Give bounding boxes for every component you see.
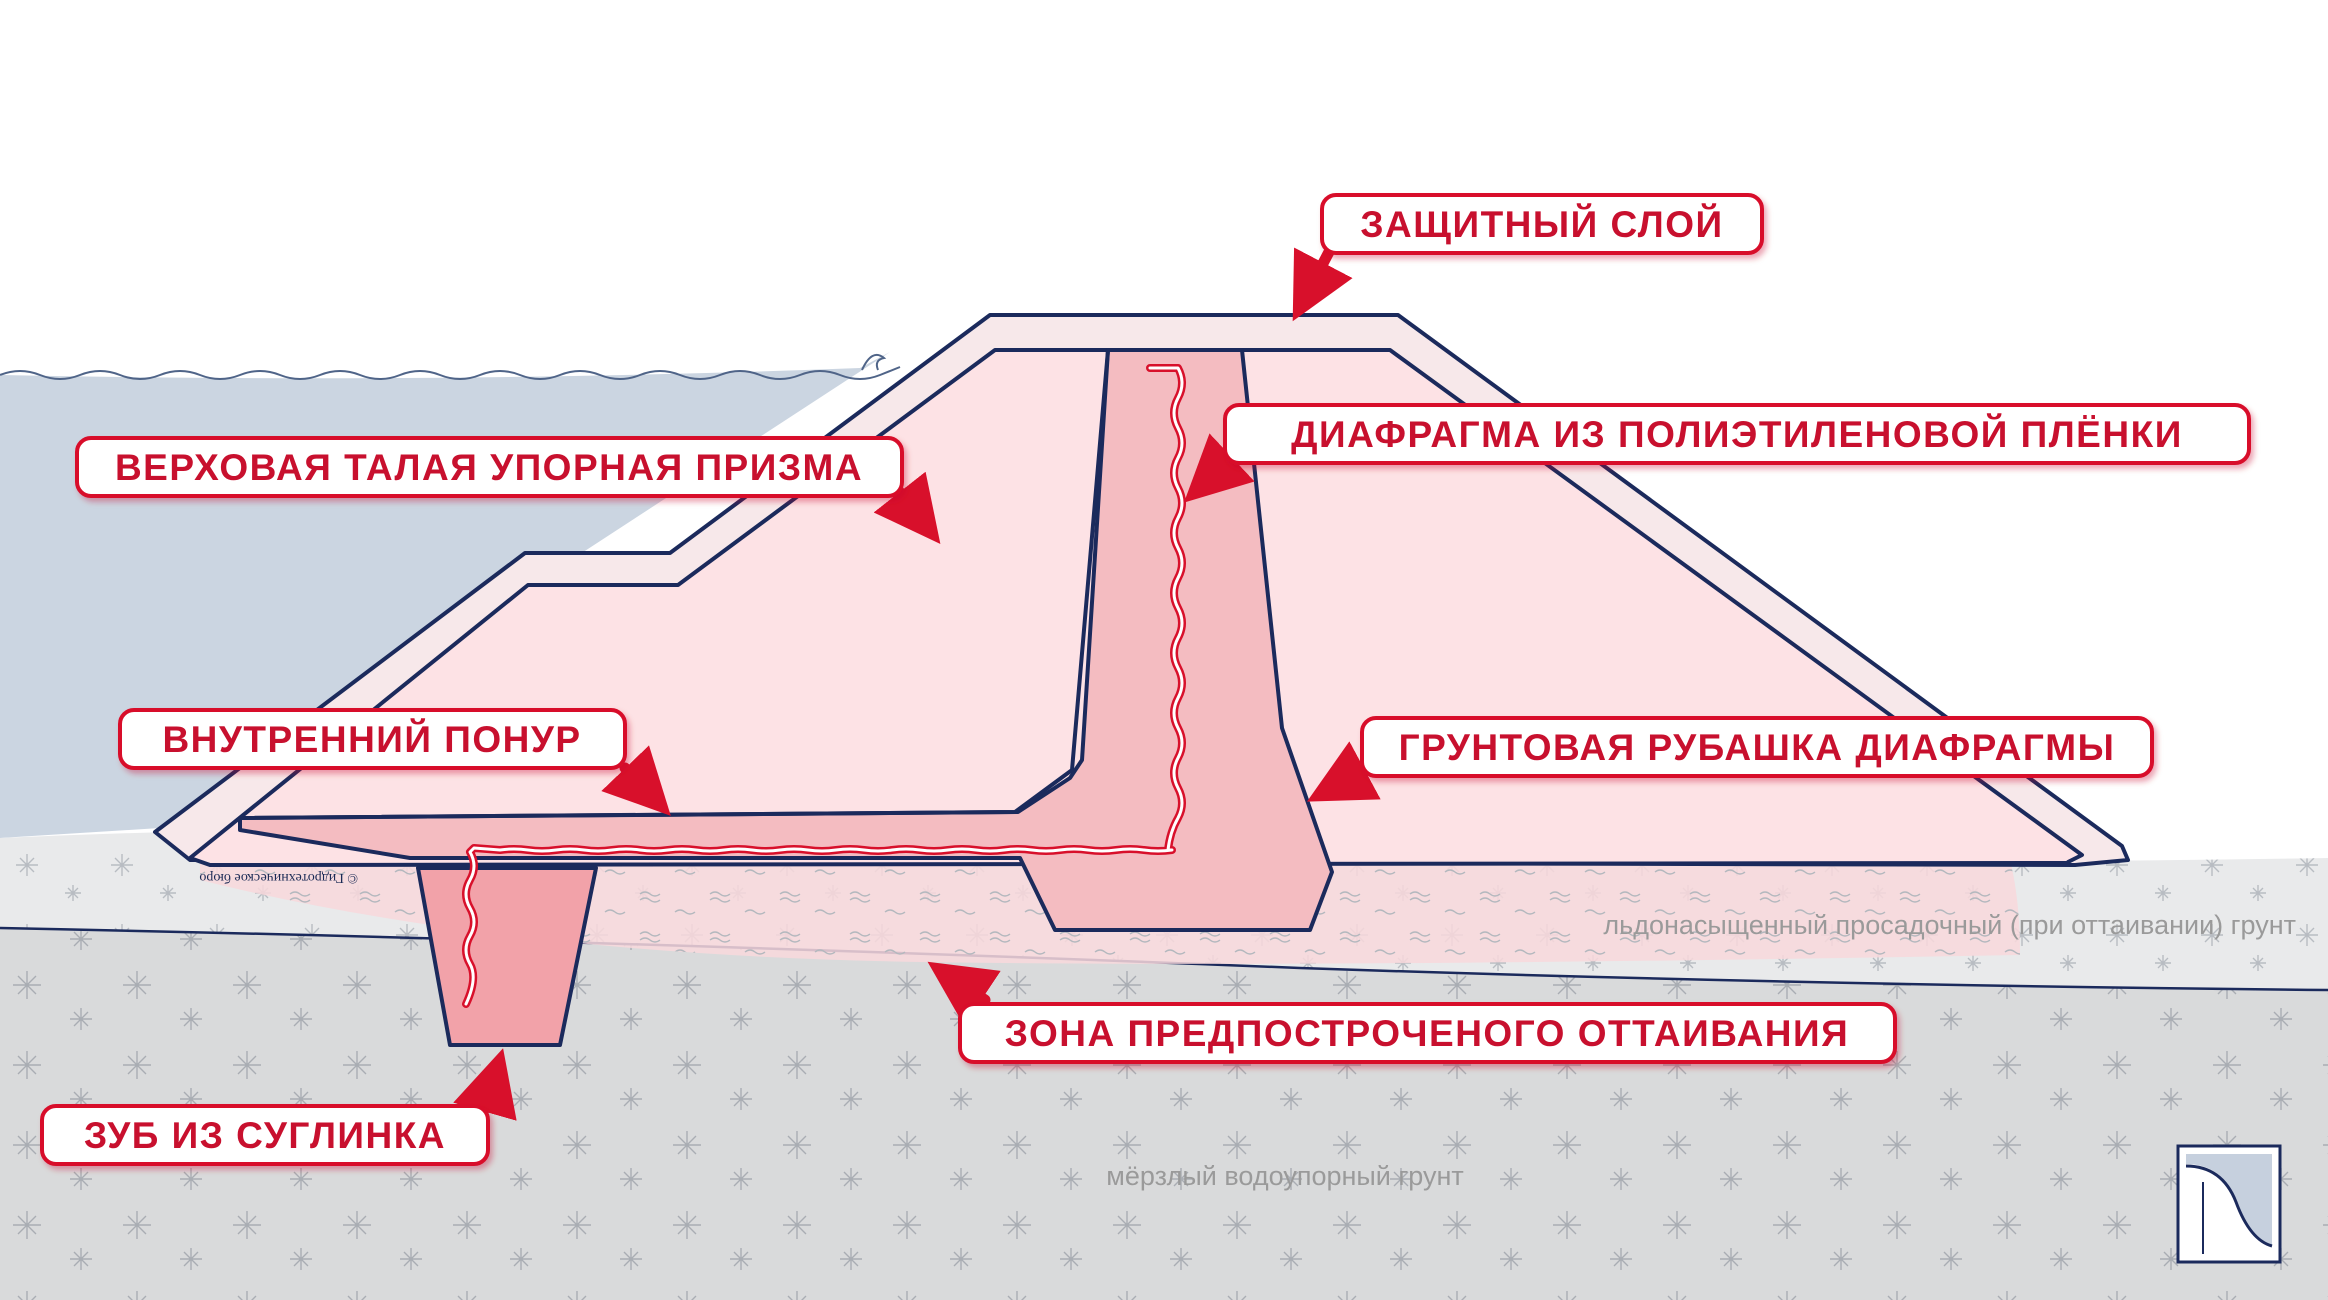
dam-profile-icon [2176,1144,2282,1264]
label-diaphragm-film: ДИАФРАГМА ИЗ ПОЛИЭТИЛЕНОВОЙ ПЛЁНКИ [1223,403,2251,465]
arrow-inner-blanket [601,745,671,816]
arrow-thaw-zone [927,961,1001,1026]
label-thaw-zone: ЗОНА ПРЕДПОСТРОЧЕНОГО ОТТАИВАНИЯ [958,1002,1897,1064]
label-upstream-prism-text: ВЕРХОВАЯ ТАЛАЯ УПОРНАЯ ПРИЗМА [115,447,863,488]
label-soil-jacket: ГРУНТОВАЯ РУБАШКА ДИАФРАГМЫ [1360,716,2154,778]
label-loam-tooth-text: ЗУБ ИЗ СУГЛИНКА [84,1115,446,1156]
label-protective-layer: ЗАЩИТНЫЙ СЛОЙ [1320,193,1764,255]
water-surface-line [0,366,901,380]
label-upstream-prism: ВЕРХОВАЯ ТАЛАЯ УПОРНАЯ ПРИЗМА [75,436,904,498]
arrow-loam-tooth [453,1048,517,1121]
arrow-upstream-prism [873,471,941,544]
frozen-soil-label: мёрзлый водоупорный грунт [1106,1161,1463,1191]
loam-tooth [416,866,598,1047]
label-inner-blanket: ВНУТРЕННИЙ ПОНУР [118,708,627,770]
label-soil-jacket-text: ГРУНТОВАЯ РУБАШКА ДИАФРАГМЫ [1399,727,2116,768]
polyethylene-film-diaphragm [462,364,1186,1008]
label-thaw-zone-text: ЗОНА ПРЕДПОСТРОЧЕНОГО ОТТАИВАНИЯ [1005,1013,1849,1054]
copyright-text: © Гидротехническое бюро [199,870,358,885]
label-protective-layer-text: ЗАЩИТНЫЙ СЛОЙ [1360,203,1723,245]
label-inner-blanket-text: ВНУТРЕННИЙ ПОНУР [162,718,581,760]
arrow-protective-layer [1292,244,1353,322]
ice-saturated-soil-label: льдонасыщенный просадочный (при оттаиван… [1603,910,2296,940]
frozen-boundary-line [0,926,2328,992]
label-loam-tooth: ЗУБ ИЗ СУГЛИНКА [40,1104,490,1166]
label-diaphragm-film-text: ДИАФРАГМА ИЗ ПОЛИЭТИЛЕНОВОЙ ПЛЁНКИ [1291,413,2183,455]
wave-crest [861,354,887,371]
arrow-soil-jacket [1306,741,1381,802]
